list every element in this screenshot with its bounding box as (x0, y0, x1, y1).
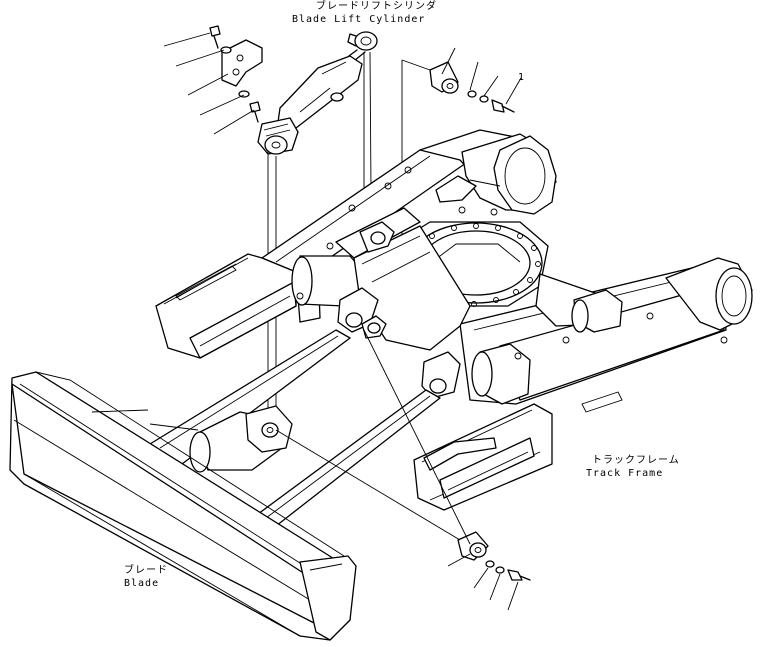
frame-label-jp: トラックフレーム (592, 455, 680, 466)
blade-label-jp: ブレード (124, 565, 168, 576)
cylinder-label-jp: ブレードリフトシリンダ (316, 1, 437, 12)
pin-assembly-top (429, 61, 515, 113)
bracket-plate (209, 25, 263, 123)
pin-assembly-bottom (275, 329, 531, 611)
blade (9, 329, 441, 641)
cylinder-label-en: Blade Lift Cylinder (292, 14, 426, 25)
track-frame (155, 129, 753, 511)
reference-number: 1 (518, 72, 526, 83)
blade-lift-cylinder (257, 31, 378, 155)
frame-label-en: Track Frame (586, 468, 664, 479)
blade-label-en: Blade (124, 578, 160, 589)
